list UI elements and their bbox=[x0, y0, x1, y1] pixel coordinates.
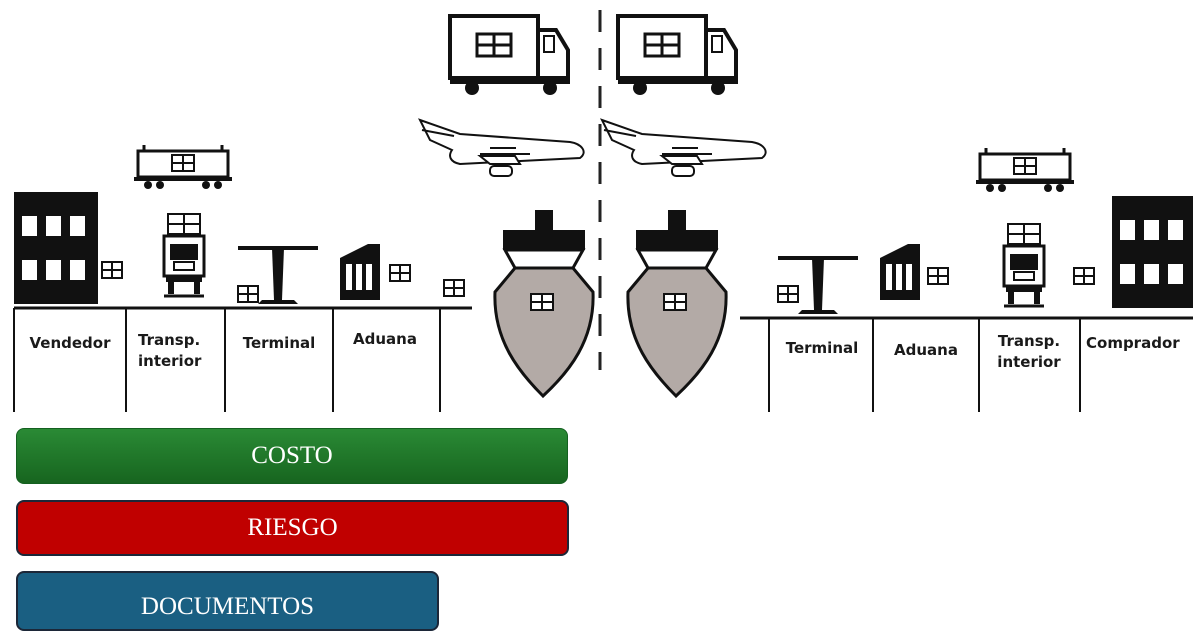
ship-icon bbox=[628, 210, 726, 396]
risk-bar: RIESGO bbox=[16, 500, 569, 556]
box-icon bbox=[102, 262, 122, 278]
label-buyer-right: Comprador bbox=[1086, 333, 1190, 354]
box-icon bbox=[238, 286, 258, 302]
train-wagon-icon bbox=[134, 145, 232, 189]
label-line: Transp. bbox=[138, 330, 234, 351]
train-wagon-icon bbox=[976, 148, 1074, 192]
label-customs-right: Aduana bbox=[876, 340, 976, 361]
label-line: interior bbox=[138, 351, 234, 372]
warehouse-icon bbox=[880, 244, 920, 300]
airplane-icon bbox=[420, 120, 584, 176]
label-terminal-left: Terminal bbox=[227, 333, 331, 354]
box-icon bbox=[390, 265, 410, 281]
airplane-icon bbox=[602, 120, 766, 176]
box-icon bbox=[778, 286, 798, 302]
box-icon bbox=[1074, 268, 1094, 284]
box-icon bbox=[928, 268, 948, 284]
cost-bar: COSTO bbox=[16, 428, 568, 484]
truck-icon bbox=[450, 16, 570, 95]
truck-icon bbox=[618, 16, 738, 95]
risk-bar-label: RIESGO bbox=[247, 514, 337, 542]
label-terminal-right: Terminal bbox=[773, 338, 871, 359]
label-line: interior bbox=[980, 352, 1078, 373]
building-icon bbox=[14, 192, 98, 304]
warehouse-icon bbox=[340, 244, 380, 300]
cost-bar-label: COSTO bbox=[251, 442, 333, 470]
ship-icon bbox=[495, 210, 593, 396]
label-line: Transp. bbox=[980, 331, 1078, 352]
forklift-icon bbox=[1004, 224, 1044, 306]
documents-bar: DOCUMENTOS bbox=[16, 571, 439, 631]
documents-bar-label: DOCUMENTOS bbox=[141, 593, 314, 621]
label-customs-left: Aduana bbox=[335, 329, 435, 350]
label-seller-left: Vendedor bbox=[18, 333, 122, 354]
box-icon bbox=[444, 280, 464, 296]
label-inland-transport-right: Transp. interior bbox=[980, 331, 1078, 373]
forklift-icon bbox=[164, 214, 204, 296]
label-inland-transport-left: Transp. interior bbox=[128, 330, 234, 372]
building-icon bbox=[1112, 196, 1193, 308]
